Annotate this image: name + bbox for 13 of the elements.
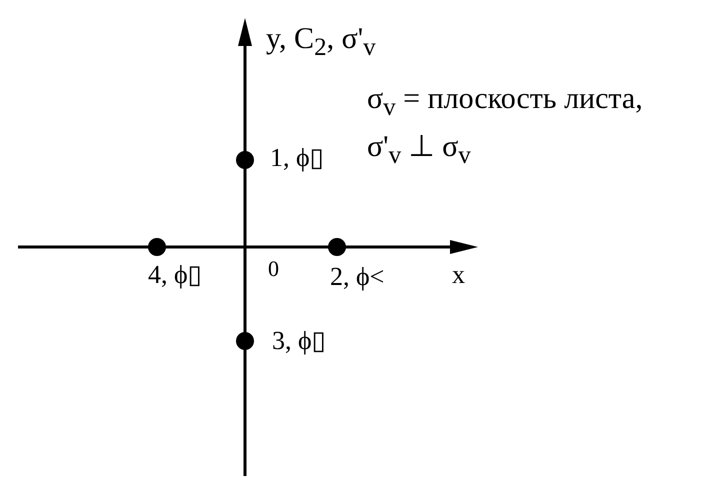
axis-label: 0 bbox=[268, 258, 279, 280]
axis-label: σ$_{v}$ = плоскость листа, bbox=[367, 84, 643, 120]
point-dot bbox=[236, 332, 254, 350]
axis-label: σ'$_{v}$ ⊥ σ$_{v}$ bbox=[367, 132, 471, 168]
axis-label: x bbox=[452, 262, 465, 288]
point-label: 4, ϕ▯ bbox=[148, 262, 202, 288]
point-dot bbox=[148, 238, 166, 256]
point-label: 2, ϕ< bbox=[330, 264, 384, 290]
point-label: 1, ϕ▯ bbox=[270, 145, 324, 171]
point-dot bbox=[236, 151, 254, 169]
axis-label: y, C$_{2}$, σ'$_{v}$ bbox=[266, 24, 376, 60]
point-label: 3, ϕ▯ bbox=[272, 328, 326, 354]
point-dot bbox=[328, 238, 346, 256]
